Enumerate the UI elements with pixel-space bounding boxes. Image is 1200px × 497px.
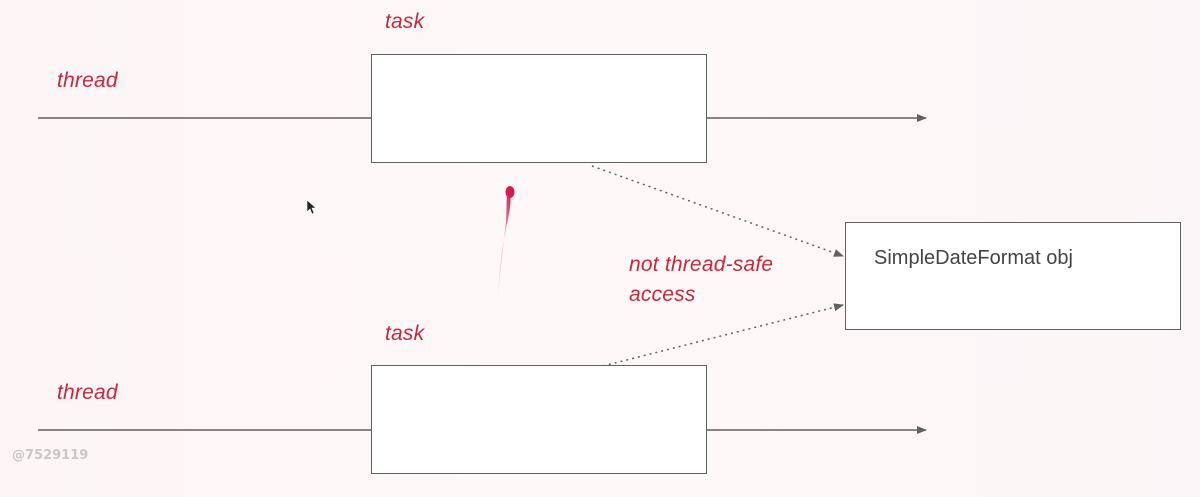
pen-stroke-head: [505, 186, 515, 198]
annotation-line-1: not thread-safe: [629, 253, 774, 276]
pen-stroke-mark: [498, 188, 511, 296]
task-box-top: [371, 54, 707, 163]
shared-object-label: SimpleDateFormat obj: [874, 247, 1073, 269]
task-label-top: task: [385, 10, 425, 33]
annotation-line-2: access: [629, 283, 696, 306]
shared-object-box: SimpleDateFormat obj: [845, 222, 1181, 330]
mouse-cursor-icon: [306, 199, 317, 215]
access-arrow-top: [591, 165, 844, 257]
thread-label-top: thread: [57, 69, 118, 92]
task-label-bottom: task: [385, 322, 425, 345]
access-arrow-bottom: [602, 303, 844, 367]
watermark: @7529119: [12, 448, 89, 463]
thread-label-bottom: thread: [57, 381, 118, 404]
task-box-bottom: [371, 365, 707, 474]
